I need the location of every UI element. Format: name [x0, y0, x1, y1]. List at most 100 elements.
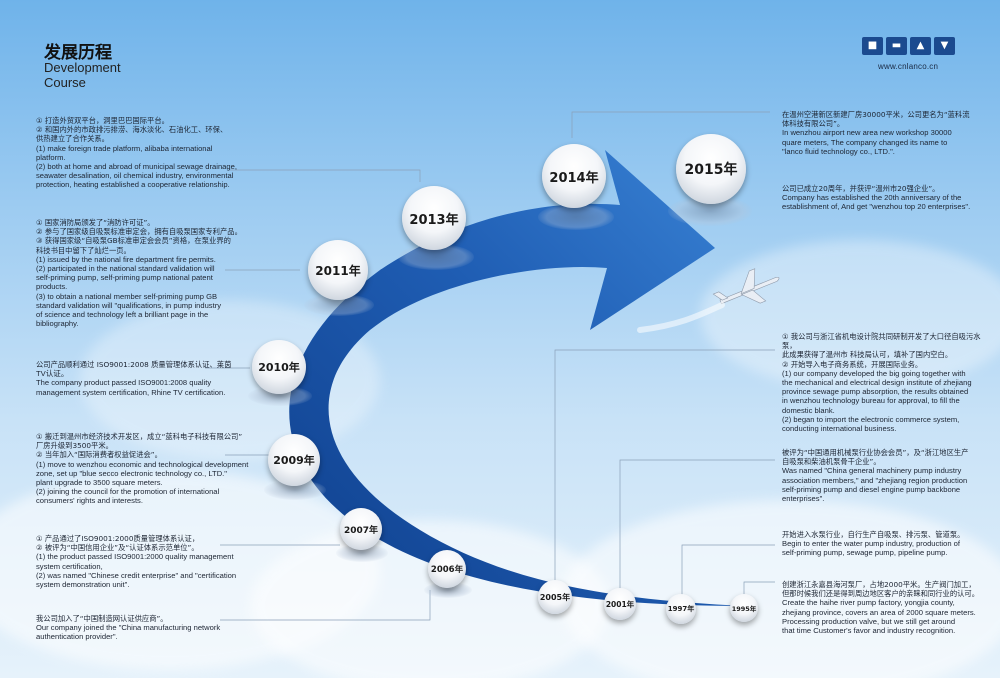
note-line: self-priming pump and diesel engine pump… — [782, 484, 961, 494]
note-line: of science and technology left a brillia… — [36, 310, 209, 320]
year-ball-2010: 2010年 — [252, 340, 306, 394]
note-line: self-priming pump, sewage pump, pipeline… — [782, 548, 948, 558]
note-line: "lanco fluid technology co., LTD.". — [782, 146, 895, 156]
note-line: Begin to enter the water pump industry, … — [782, 539, 960, 549]
year-ball-1997: 1997年 — [666, 594, 696, 624]
note-2011: ① 国家消防局颁发了“消防许可证”。② 参与了国家级自吸泵标准审定会，拥有自吸泵… — [36, 218, 251, 328]
note-line: management system certification, Rhine T… — [36, 387, 226, 397]
year-ball-2005: 2005年 — [538, 580, 572, 614]
note-line: zone, set up "blue secco electronic tech… — [36, 468, 227, 478]
ball-shadow — [304, 294, 374, 316]
note-line: domestic blank. — [782, 405, 835, 415]
note-line: ① 打造外贸双平台，洞里巴巴国际平台。 — [36, 116, 169, 125]
note-2005: ① 我公司与浙江省机电设计院共同研制开发了大口径自吸污水泵， 此成果获得了温州市… — [782, 332, 990, 433]
note-line: Processing production valve, but we stil… — [782, 616, 956, 626]
note-line: (1) make foreign trade platform, alibaba… — [36, 143, 213, 153]
note-line: (2) both at home and abroad of municipal… — [36, 162, 237, 172]
note-line: 自吸泵和柴油机泵骨干企业”。 — [782, 457, 881, 467]
note-2014: 在温州空港新区新建厂房30000平米，公司更名为“蓝科流体科技有限公司”。In … — [782, 110, 987, 156]
year-ball-2013: 2013年 — [402, 186, 466, 250]
page-title-en: Development Course — [44, 60, 121, 90]
note-line: Company has established the 20th anniver… — [782, 193, 962, 203]
note-line: 供热建立了合作关系。 — [36, 134, 109, 144]
contrail — [637, 302, 725, 333]
note-line: conducting international business. — [782, 424, 897, 434]
note-1995: 创建浙江永嘉县海河泵厂，占地2000平米。生产阀门加工，但那时候我们还是得到周边… — [782, 580, 987, 635]
page-title-cn: 发展历程 — [44, 43, 112, 63]
note-line: 厂房升级到3500平米。 — [36, 441, 113, 451]
note-line: TV认证。 — [36, 369, 69, 379]
leader-lines-right — [554, 111, 775, 600]
note-2001: 被评为“中国通用机械泵行业协会会员”，及“浙江地区生产自吸泵和柴油机泵骨干企业”… — [782, 448, 987, 503]
year-ball-2009: 2009年 — [268, 434, 320, 486]
note-line: 此成果获得了温州市 科技局认可，填补了国内空白。 — [782, 350, 953, 360]
note-line: Create the haihe river pump factory, yon… — [782, 598, 955, 608]
note-line: system demonstration unit". — [36, 580, 130, 590]
note-line: ② 被评为“中国信用企业”及“认证体系示范单位”。 — [36, 543, 199, 553]
note-line: ① 搬迁到温州市经济技术开发区，成立“蓝科电子科技有限公司” — [36, 432, 243, 441]
note-line: ③ 获得国家级“自吸泵GB标准审定会会员”资格，在泵业界的 — [36, 236, 231, 246]
note-line: ① 国家消防局颁发了“消防许可证”。 — [36, 218, 155, 227]
note-2009: ① 搬迁到温州市经济技术开发区，成立“蓝科电子科技有限公司” 厂房升级到3500… — [36, 432, 251, 506]
year-ball-2014: 2014年 — [542, 144, 606, 208]
note-line: 但那时候我们还是得到周边地区客户的亲睐和同行业的认可。 — [782, 589, 980, 599]
note-2007: ① 产品通过了ISO9001:2000质量管理体系认证，② 被评为“中国信用企业… — [36, 534, 251, 589]
note-line: products. — [36, 282, 68, 292]
note-line: (3) to obtain a national member self-pri… — [36, 291, 218, 301]
note-line: in wenzhou technology bureau for approva… — [782, 396, 960, 406]
note-line: ② 参与了国家级自吸泵标准审定会，拥有自吸泵国家专利产品。 — [36, 227, 242, 237]
note-line: Our company joined the "China manufactur… — [36, 623, 221, 633]
title-en-line: Course — [44, 75, 86, 90]
note-line: enterprises". — [782, 494, 825, 504]
note-line: 体科技有限公司”。 — [782, 119, 845, 129]
year-ball-2001: 2001年 — [604, 588, 636, 620]
note-line: platform. — [36, 152, 66, 162]
leader-lines-left — [205, 169, 431, 621]
note-line: the mechanical and electrical design ins… — [782, 378, 972, 388]
note-line: (2) began to import the electronic comme… — [782, 414, 960, 424]
note-line: system certification, — [36, 561, 103, 571]
note-line: that time Customer's favor and industry … — [782, 626, 956, 636]
note-line: ① 产品通过了ISO9001:2000质量管理体系认证， — [36, 534, 200, 543]
note-line: The company product passed ISO9001:2008 … — [36, 378, 212, 388]
year-ball-2006: 2006年 — [428, 550, 466, 588]
product-logos: ■ ▬ ▲ ▼ — [862, 37, 955, 55]
note-line: (1) the product passed ISO9001:2000 qual… — [36, 552, 234, 562]
cloud — [700, 240, 1000, 390]
title-en-line: Development — [44, 60, 121, 75]
motor-icon: ▬ — [886, 37, 907, 55]
ball-shadow — [538, 204, 614, 230]
note-line: protection, heating established a cooper… — [36, 180, 230, 190]
note-line: ① 我公司与浙江省机电设计院共同研制开发了大口径自吸污水泵， — [782, 332, 981, 351]
note-line: (1) move to wenzhou economic and technol… — [36, 459, 249, 469]
pump-icon: ■ — [862, 37, 883, 55]
note-2006: 我公司加入了“中国制造网认证供应商”。Our company joined th… — [36, 614, 251, 642]
note-line: authentication provider". — [36, 632, 118, 642]
note-line: association members," and "zhejiang regi… — [782, 475, 968, 485]
note-line: plant upgrade to 3500 square meters. — [36, 478, 163, 488]
ball-shadow — [264, 480, 326, 500]
website-url[interactable]: www.cnlanco.cn — [878, 62, 939, 71]
note-2015: 公司已成立20周年，并获评“温州市20强企业”。Company has esta… — [782, 184, 987, 212]
year-ball-1995: 1995年 — [730, 594, 758, 622]
note-line: self-priming pump, self-priming pump nat… — [36, 273, 213, 283]
ball-shadow — [336, 544, 388, 562]
airplane-icon — [712, 268, 780, 305]
note-line: In wenzhou airport new area new workshop… — [782, 128, 952, 138]
note-line: quare meters, The company changed its na… — [782, 137, 948, 147]
note-line: ② 当年加入“国际消费者权益促进会”。 — [36, 450, 162, 460]
note-line: 创建浙江永嘉县海河泵厂，占地2000平米。生产阀门加工， — [782, 580, 976, 589]
note-line: 公司产品顺利通过 ISO9001:2008 质量管理体系认证、莱茵 — [36, 360, 232, 369]
note-line: 我公司加入了“中国制造网认证供应商”。 — [36, 614, 168, 623]
note-line: standard validation will "qualifications… — [36, 300, 222, 310]
note-line: 公司已成立20周年，并获评“温州市20强企业”。 — [782, 184, 940, 193]
note-line: (2) joining the council for the promotio… — [36, 487, 220, 497]
ball-shadow — [248, 386, 312, 406]
note-line: ② 和国内外的市政排污排涝、海水淡化、石油化工、环保、 — [36, 125, 228, 135]
note-line: 被评为“中国通用机械泵行业协会会员”，及“浙江地区生产 — [782, 448, 969, 457]
year-ball-2011: 2011年 — [308, 240, 368, 300]
valve-icon: ▲ — [910, 37, 931, 55]
note-1997: 开始进入水泵行业，自行生产自吸泵、排污泵、管道泵。Begin to enter … — [782, 530, 987, 558]
note-line: ② 开始导入电子商务系统，开展国际业务。 — [782, 359, 923, 369]
